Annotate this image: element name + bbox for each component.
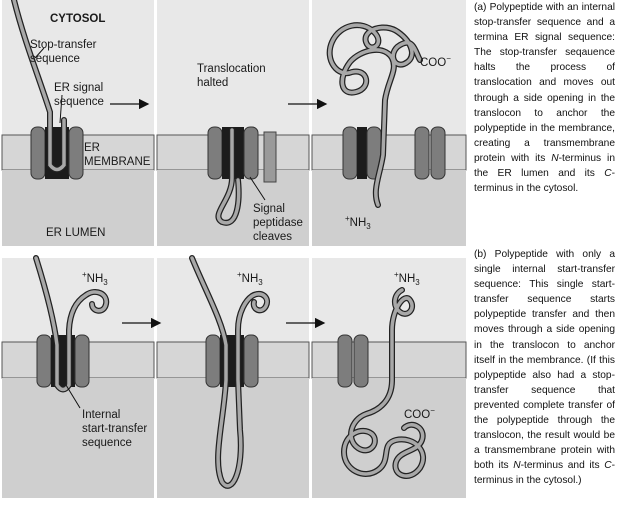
er-signal-pointer: [59, 94, 63, 124]
panel-b3: [311, 258, 467, 498]
polypeptide-chain: [341, 287, 426, 479]
panel-a2: [156, 0, 310, 246]
peptidase-pointer: [249, 176, 266, 201]
polypeptide-chain: [11, 0, 67, 173]
polypeptide-chain: [33, 255, 110, 393]
stop-transfer-pointer: [34, 47, 45, 59]
translocon-closed: [337, 334, 369, 388]
panel-a1: [1, 0, 155, 246]
label-coo-a: COO−: [420, 54, 451, 69]
start-transfer-pointer: [65, 384, 81, 409]
label-coo-b: COO−: [404, 406, 435, 421]
polypeptide-chain: [215, 127, 242, 226]
signal-peptidase: [263, 131, 277, 183]
caption-b: (b) Polypeptide with only a single inter…: [474, 249, 615, 487]
label-cytosol: CYTOSOL: [50, 13, 105, 25]
caption-a: (a) Polypeptide with an internal stop-tr…: [474, 2, 615, 195]
label-nh3-a: +NH3: [345, 214, 371, 231]
label-nh3-b1: +NH3: [82, 270, 108, 287]
translocon: [342, 126, 382, 180]
polypeptide-chain: [189, 255, 270, 489]
translocon-closed: [414, 126, 446, 180]
panel-b2: [156, 255, 310, 498]
label-nh3-b3: +NH3: [394, 270, 420, 287]
polypeptide-chain: [326, 22, 423, 208]
translocon: [205, 334, 259, 388]
panel-b1: [1, 255, 155, 498]
label-nh3-b2: +NH3: [237, 270, 263, 287]
label-er-lumen: ER LUMEN: [46, 227, 105, 239]
translocon: [36, 334, 90, 388]
panel-a3: [311, 0, 467, 246]
